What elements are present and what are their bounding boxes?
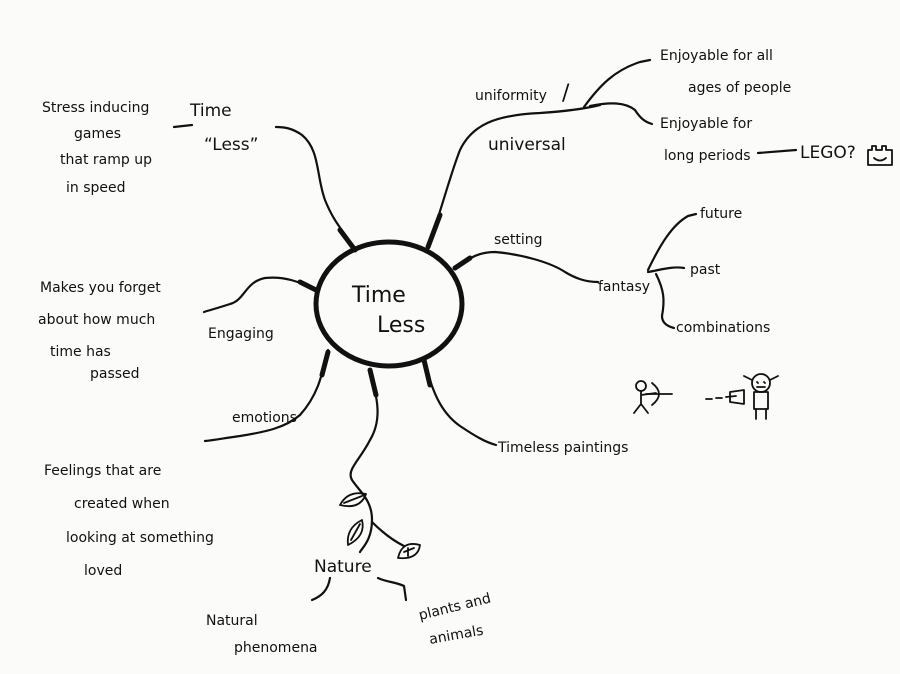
- branch-universal: [426, 103, 602, 249]
- phenomena-line1: Natural: [206, 613, 258, 629]
- time-less-label-line2: “Less”: [204, 135, 258, 155]
- leaf-icon-middle: [346, 519, 364, 546]
- forget-line1: Makes you forget: [40, 280, 161, 296]
- feelings-line4: loved: [84, 563, 122, 579]
- link-future: [646, 212, 698, 272]
- branch-universal-stub: [425, 212, 443, 250]
- feelings-line2: created when: [74, 496, 170, 512]
- stress-line4: in speed: [66, 180, 126, 196]
- center-label-line1: Time: [351, 283, 406, 308]
- link-enjoy-all: [582, 58, 652, 109]
- slash-mark: /: [562, 81, 570, 106]
- engaging-label: Engaging: [208, 326, 274, 342]
- link-time-stress: [172, 123, 194, 129]
- plants-line1: plants and: [417, 590, 492, 623]
- branch-engaging: [202, 276, 318, 314]
- branch-nature-stub: [367, 367, 379, 398]
- archer-stick-figure-icon: [633, 380, 673, 414]
- nature-label: Nature: [314, 557, 372, 577]
- time-less-label-line1: Time: [189, 101, 232, 121]
- paintings-label: Timeless paintings: [497, 440, 628, 456]
- plants-line2: animals: [428, 623, 485, 648]
- past-label: past: [690, 262, 721, 278]
- branch-time-less-stub: [337, 227, 358, 253]
- branch-setting-stub: [452, 255, 473, 271]
- branch-nature: [349, 368, 379, 554]
- stress-line3: that ramp up: [60, 152, 152, 168]
- emotions-label: emotions: [232, 410, 297, 426]
- enjoy-all-line2: ages of people: [688, 80, 791, 96]
- feelings-line1: Feelings that are: [44, 463, 161, 479]
- phenomena-line2: phenomena: [234, 640, 318, 656]
- stress-line2: games: [74, 126, 121, 142]
- center-label-line2: Less: [377, 313, 425, 338]
- nature-leaf-twig: [370, 520, 406, 548]
- center-node-circle: [313, 239, 465, 369]
- universal-label: universal: [488, 135, 566, 155]
- branch-paintings: [422, 358, 498, 447]
- enjoy-long-line1: Enjoyable for: [660, 116, 752, 132]
- uniformity-label: uniformity: [475, 88, 547, 104]
- branch-time-less: [274, 125, 357, 252]
- branch-emotions: [203, 348, 330, 443]
- link-combinations: [654, 272, 676, 330]
- stress-line1: Stress inducing: [42, 100, 149, 116]
- link-past: [646, 266, 686, 274]
- branch-emotions-stub: [319, 349, 331, 378]
- enjoy-long-line2: long periods: [664, 148, 751, 164]
- link-phenomena: [310, 576, 332, 602]
- leaf-icon-right: [397, 543, 421, 560]
- feelings-line3: looking at something: [66, 530, 214, 546]
- branch-setting: [453, 250, 600, 284]
- forget-line3: time has: [50, 344, 111, 360]
- lego-brick-icon: [867, 145, 893, 166]
- lego-label: LEGO?: [800, 143, 856, 163]
- combinations-label: combinations: [676, 320, 770, 336]
- future-label: future: [700, 206, 742, 222]
- fantasy-label: fantasy: [598, 279, 650, 295]
- forget-line2: about how much: [38, 312, 155, 328]
- enjoy-all-line1: Enjoyable for all: [660, 48, 773, 64]
- branch-paintings-stub: [421, 357, 433, 388]
- link-plants: [376, 576, 408, 602]
- branch-engaging-stub: [297, 279, 319, 293]
- link-enjoy-long: [588, 102, 654, 126]
- leaf-icon-top: [339, 492, 367, 508]
- link-lego: [756, 148, 798, 155]
- forget-line4: passed: [90, 366, 140, 382]
- setting-label: setting: [494, 232, 543, 248]
- robot-girl-figure-icon: [705, 373, 779, 420]
